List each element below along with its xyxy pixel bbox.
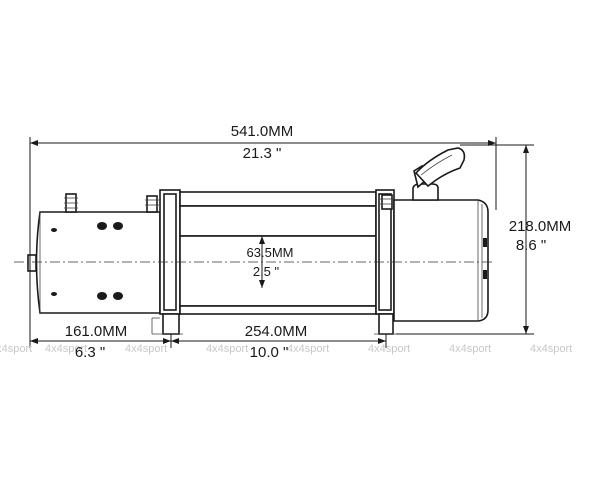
mount-spacing-in-label: 10.0 "	[250, 344, 289, 361]
watermark-text: 4x4sport	[45, 343, 87, 355]
watermark-text: 4x4sport	[449, 343, 491, 355]
watermark-text: 4x4sport	[530, 343, 572, 355]
bottom-dimensions	[29, 228, 387, 348]
motor-length-mm-label: 161.0MM	[65, 323, 128, 340]
watermark-text: 4x4sport	[125, 343, 167, 355]
height-dimension: 218.0MM 8.6 "	[396, 144, 572, 335]
clutch-lever	[412, 147, 466, 201]
watermark-text: 4x4sport	[368, 343, 410, 355]
cable-drum	[179, 191, 377, 315]
motor-terminal-right	[145, 195, 159, 213]
drum-diameter-dimension: 63.5MM 2.5 "	[247, 236, 294, 288]
watermark-text: 4x4sport	[206, 343, 248, 355]
overall-length-dimension: 541.0MM 21.3 "	[29, 123, 497, 228]
right-mount-stud	[380, 194, 394, 210]
mount-spacing-mm-label: 254.0MM	[245, 323, 308, 340]
right-mount	[374, 189, 396, 335]
left-mount	[151, 189, 183, 335]
watermark-row: 4x4sport 4x4sport 4x4sport 4x4sport 4x4s…	[0, 343, 572, 355]
watermark-text: 4x4sport	[0, 343, 32, 355]
drum-diameter-in-label: 2.5 "	[253, 264, 280, 279]
drum-diameter-mm-label: 63.5MM	[247, 245, 294, 260]
height-mm-label: 218.0MM	[509, 218, 572, 235]
watermark-text: 4x4sport	[287, 343, 329, 355]
overall-length-in-label: 21.3 "	[243, 145, 282, 162]
motor-terminal-left	[64, 193, 78, 213]
overall-length-mm-label: 541.0MM	[231, 123, 294, 140]
motor-length-in-label: 6.3 "	[75, 344, 105, 361]
motor	[27, 193, 161, 314]
gear-housing	[393, 199, 489, 322]
height-in-label: 8.6 "	[516, 237, 546, 254]
